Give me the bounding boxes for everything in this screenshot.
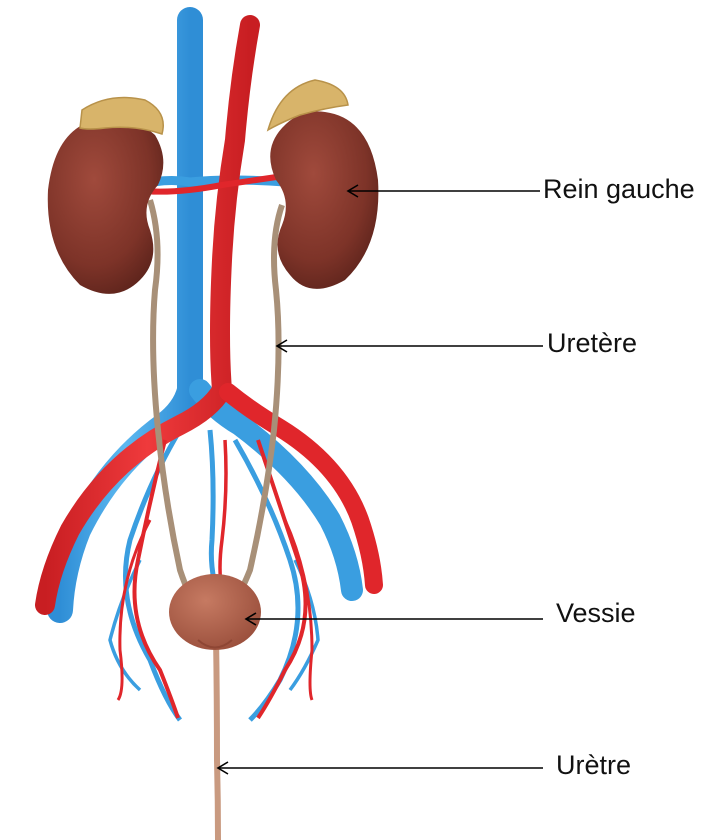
- label-ureter: Uretère: [547, 328, 638, 358]
- pointer-kidney: [346, 184, 540, 198]
- bladder: [169, 574, 261, 840]
- pointer-bladder: [244, 612, 543, 626]
- pointer-urethra: [216, 761, 543, 775]
- pointers: [216, 184, 543, 775]
- label-bladder: Vessie: [556, 598, 636, 628]
- left-kidney: [266, 79, 379, 289]
- ureters: [147, 199, 285, 613]
- label-urethra: Urètre: [556, 750, 632, 780]
- label-left-kidney: Rein gauche: [543, 174, 695, 204]
- right-kidney: [47, 96, 164, 294]
- pointer-ureter: [275, 339, 543, 353]
